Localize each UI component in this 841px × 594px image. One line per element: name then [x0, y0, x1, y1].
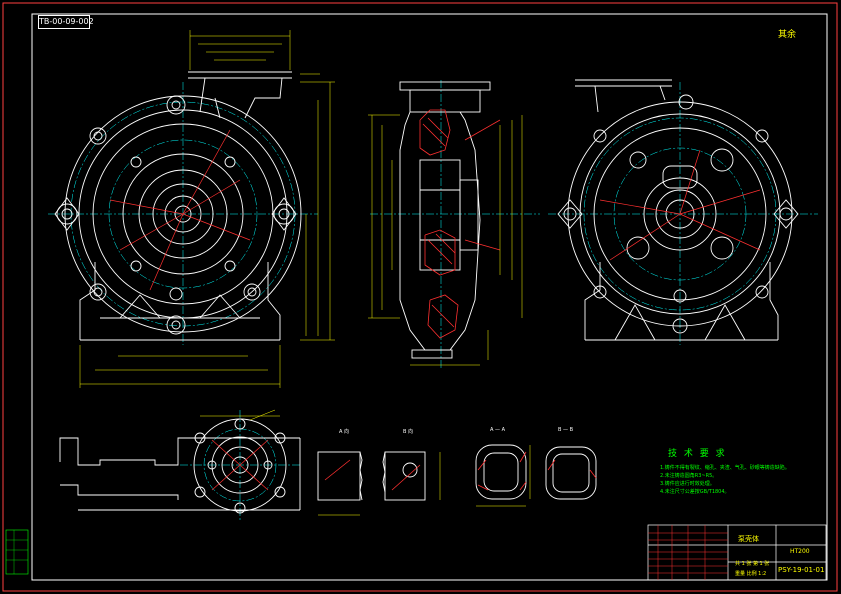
view-label-a: A 向 [339, 429, 350, 435]
top-view [59, 409, 301, 520]
side-section-view [368, 80, 540, 370]
technical-requirement-item: 1.铸件不得有裂纹、缩孔、夹渣、气孔、砂眼等铸造缺陷。 [660, 465, 790, 471]
front-view [48, 30, 335, 388]
title-block-drawing-number: PSY-19-01-01 [778, 566, 825, 574]
view-label-b: B 向 [403, 429, 414, 435]
roughness-note: 其余 [778, 30, 797, 40]
technical-requirement-item: 4.未注尺寸公差按GB/T1804。 [660, 489, 730, 495]
technical-requirement-item: 3.铸件应进行时效处理。 [660, 481, 715, 487]
drawing-code-box: TB-00-09-002 [38, 15, 94, 29]
inner-border [31, 13, 828, 581]
title-block-part-name: 泵壳体 [738, 535, 759, 543]
section-label-bb: B — B [558, 427, 574, 433]
title-block-material: HT200 [790, 548, 810, 555]
section-label-aa: A — A [490, 427, 506, 433]
title-block-scale: 重量 比例 1:2 [735, 571, 767, 577]
title-block-sheet-count: 共 1 张 第 1 张 [735, 561, 770, 567]
title-block [647, 524, 827, 581]
left-margin-strip [5, 529, 29, 575]
technical-requirement-item: 2.未注铸造圆角R3~R5。 [660, 473, 718, 479]
technical-requirements-title: 技 术 要 求 [668, 449, 727, 459]
rear-view [548, 79, 818, 345]
detail-views [317, 444, 597, 516]
